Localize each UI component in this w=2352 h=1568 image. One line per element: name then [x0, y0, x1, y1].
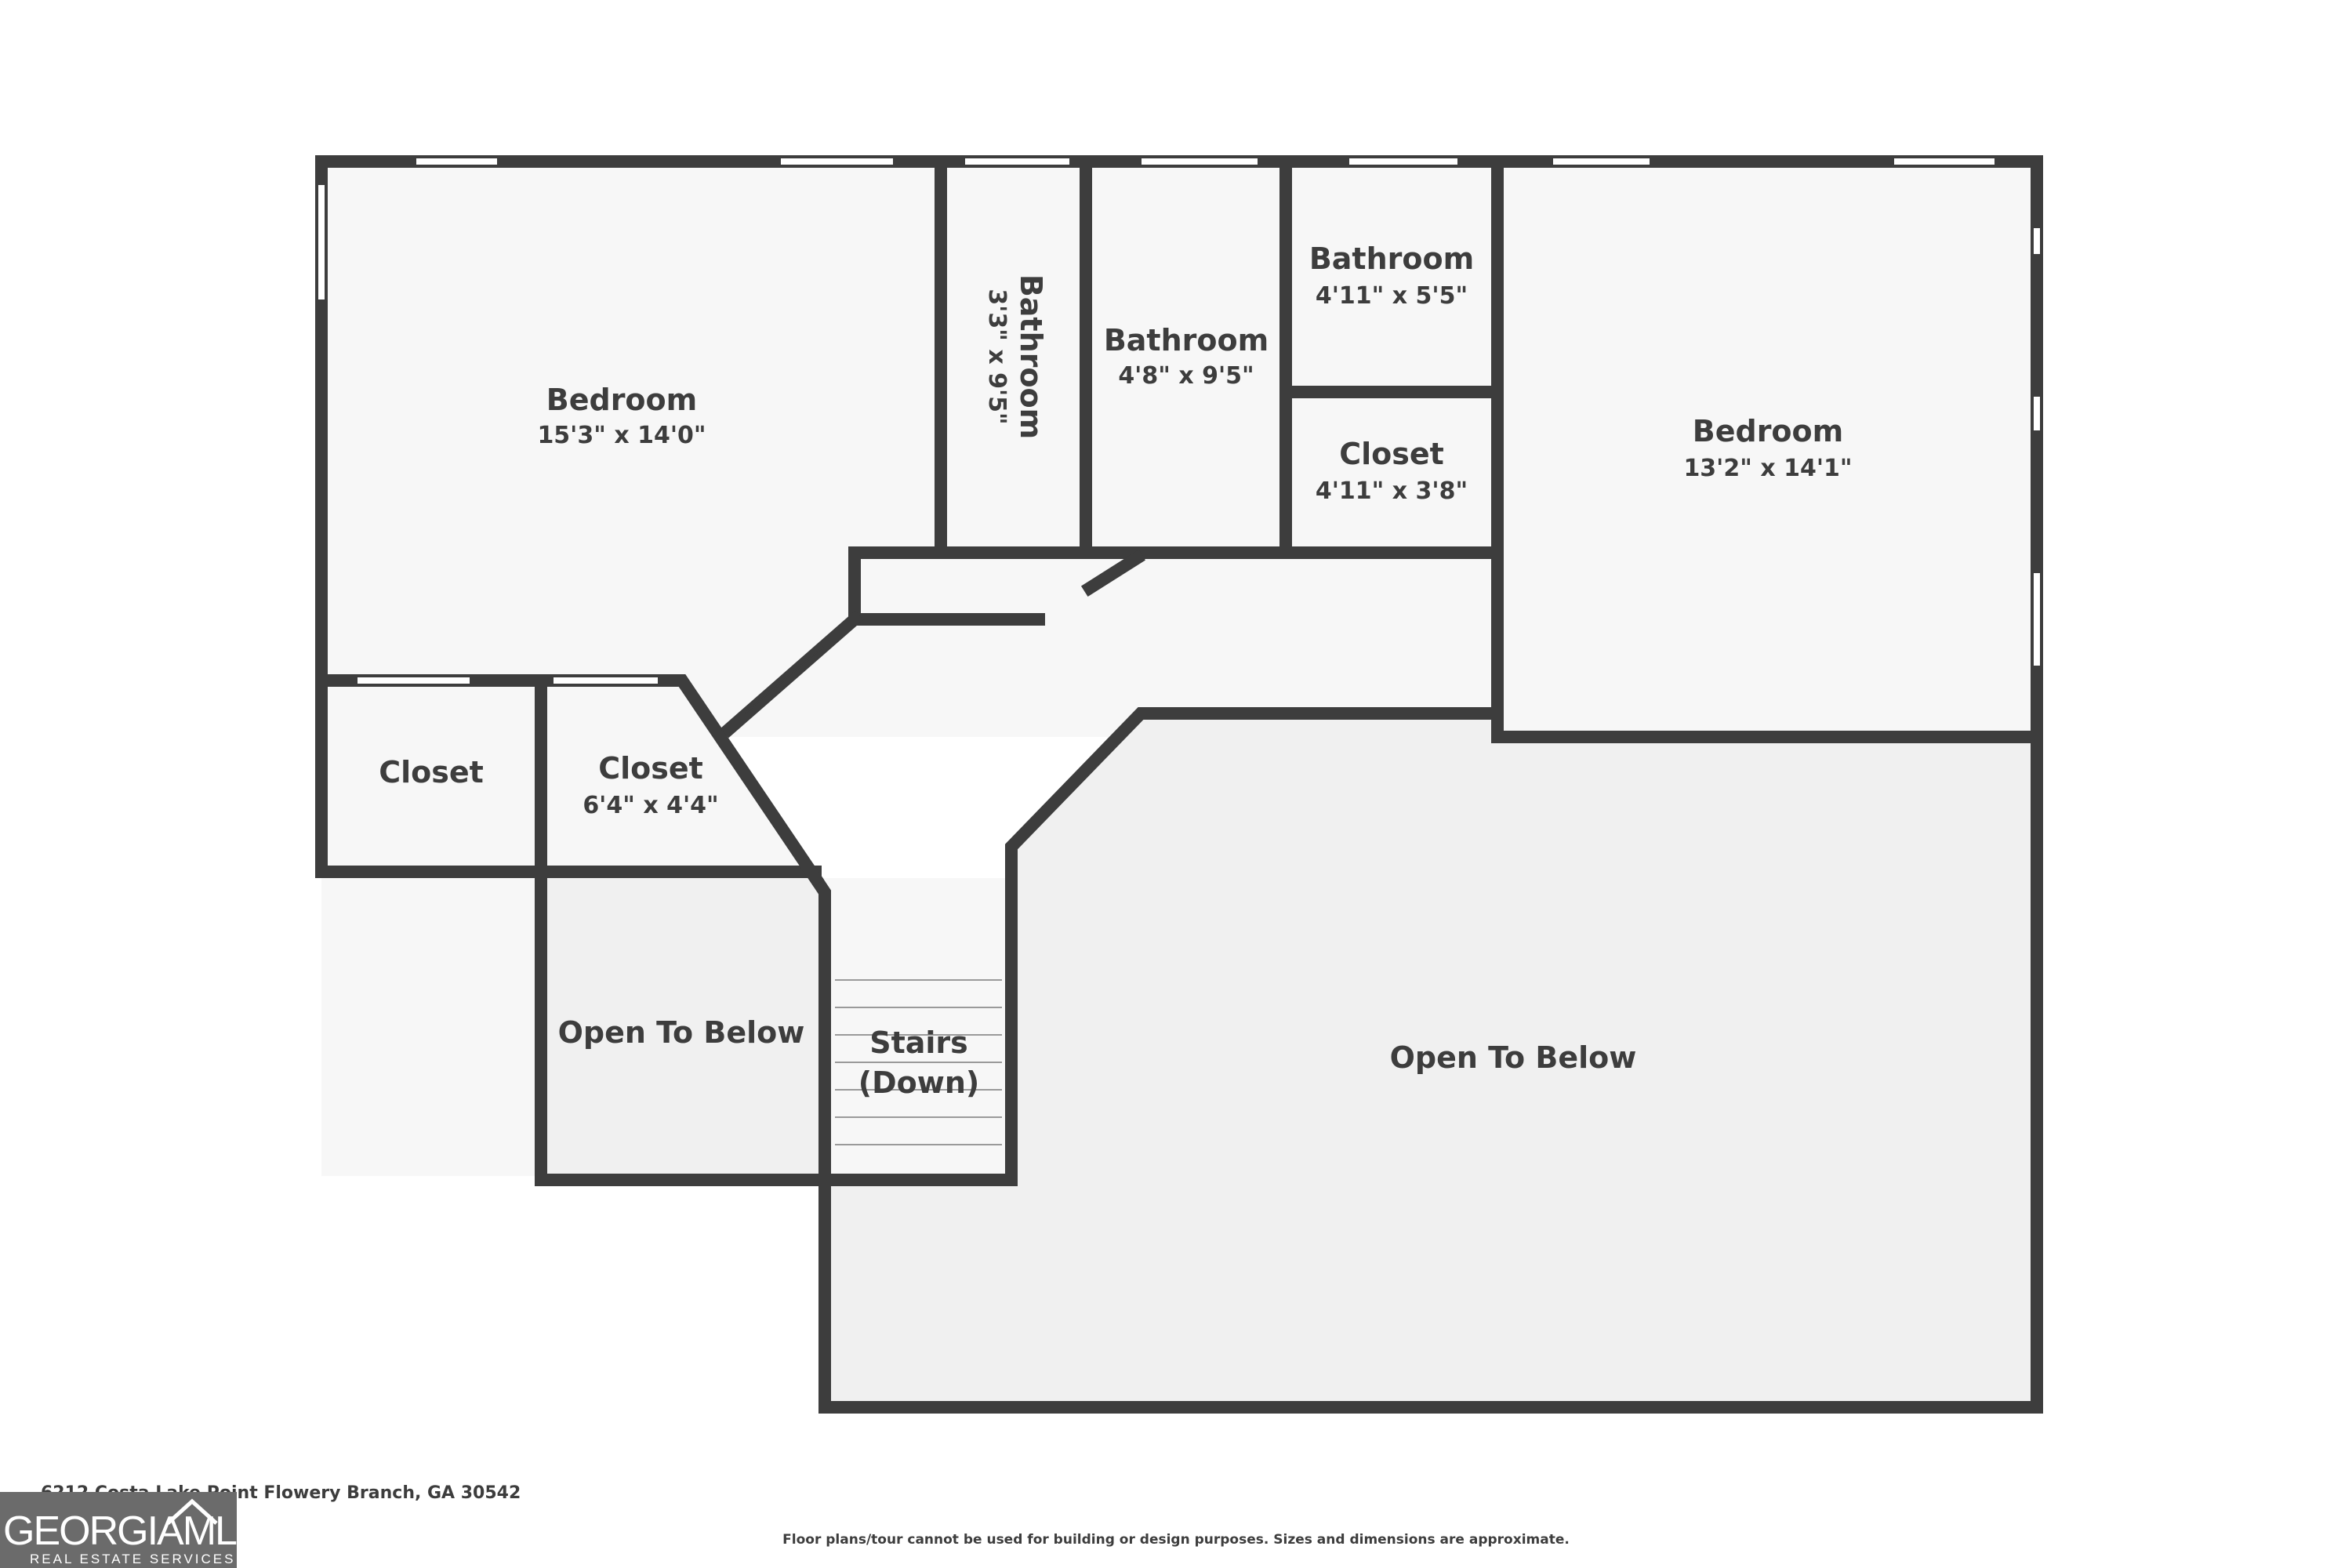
room-dimensions: 6'4" x 4'4": [583, 792, 718, 819]
room-closet-angled: Closet 6'4" x 4'4": [583, 751, 718, 819]
room-closet-right: Closet 4'11" x 3'8": [1316, 437, 1468, 505]
room-dimensions: 4'8" x 9'5": [1118, 362, 1254, 390]
room-name: Bedroom: [1693, 414, 1844, 448]
stair-treads: [835, 979, 1002, 1145]
room-open-to-below-left: Open To Below: [558, 1015, 805, 1050]
room-name: Closet: [598, 751, 703, 786]
room-name: Closet: [1339, 437, 1444, 471]
room-dimensions: 15'3" x 14'0": [537, 422, 706, 449]
room-bathroom-narrow: Bathroom 3'3" x 9'5": [983, 274, 1048, 439]
disclaimer-text: Floor plans/tour cannot be used for buil…: [782, 1532, 1570, 1548]
room-name: Bathroom: [1014, 274, 1048, 439]
room-open-to-below-main: Open To Below: [1390, 1040, 1637, 1075]
room-bedroom-left: Bedroom 15'3" x 14'0": [537, 383, 706, 449]
room-bathroom-mid: Bathroom 4'8" x 9'5": [1104, 323, 1269, 390]
floor-fills: [321, 165, 2031, 1407]
room-name: Stairs: [869, 1025, 968, 1060]
georgia-mls-logo: GEORGIAMLS REAL ESTATE SERVICES: [0, 1492, 263, 1568]
room-name: Bathroom: [1104, 323, 1269, 358]
room-name: Closet: [379, 755, 484, 789]
room-name: Bathroom: [1309, 241, 1474, 276]
windows: [317, 157, 2042, 714]
logo-tagline: REAL ESTATE SERVICES: [30, 1552, 236, 1566]
room-name: Open To Below: [558, 1015, 805, 1050]
room-stairs: Stairs (Down): [858, 1025, 980, 1100]
room-dimensions: 13'2" x 14'1": [1683, 455, 1852, 482]
room-closet-left: Closet: [379, 755, 484, 789]
room-bedroom-right: Bedroom 13'2" x 14'1": [1683, 414, 1852, 482]
room-dimensions: 4'11" x 3'8": [1316, 477, 1468, 505]
room-name: Bedroom: [546, 383, 698, 417]
room-dimensions: 4'11" x 5'5": [1316, 282, 1468, 310]
logo-wordmark: GEORGIAMLS: [3, 1508, 263, 1554]
room-dimensions: 3'3" x 9'5": [983, 289, 1011, 424]
house-roof-icon: [166, 1498, 218, 1525]
room-name-line2: (Down): [858, 1065, 980, 1100]
room-bathroom-small: Bathroom 4'11" x 5'5": [1309, 241, 1474, 310]
room-name: Open To Below: [1390, 1040, 1637, 1075]
